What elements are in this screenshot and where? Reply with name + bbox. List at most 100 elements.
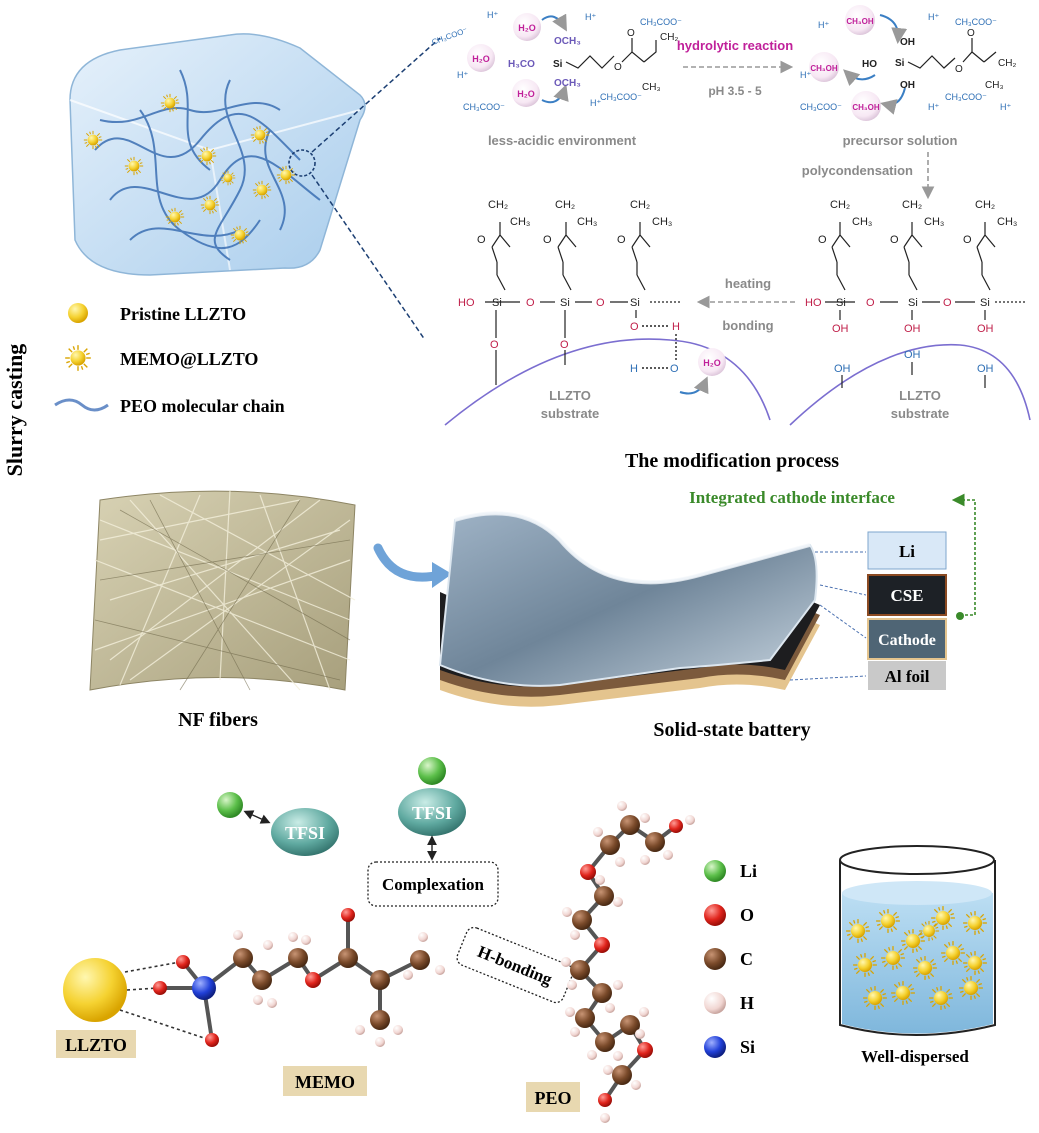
memo-atom-c	[370, 970, 390, 990]
memo-atom-h	[393, 1025, 403, 1035]
left-o-hbond: O	[630, 321, 639, 333]
left-si-2: Si	[560, 297, 570, 309]
peo-atom-h	[565, 1007, 575, 1017]
atom-legend: Li O C H Si	[704, 860, 757, 1058]
peo-atom-h	[635, 1029, 645, 1039]
memo-atom-o	[153, 981, 167, 995]
proton-8: H⁺	[928, 102, 939, 112]
precursor-si: Si	[895, 58, 905, 69]
peo-atom-o	[669, 819, 683, 833]
memo-atom-h	[288, 932, 298, 942]
complexation-label: Complexation	[382, 875, 485, 894]
particle-legend: Pristine LLZTO MEMO@LLZTO PEO molecular …	[54, 303, 285, 416]
memo-ch2: CH₂	[660, 32, 678, 43]
peo-atom-h	[561, 957, 571, 967]
peo-atom-h	[640, 855, 650, 865]
tfsi-label-1: TFSI	[285, 823, 325, 843]
proton-1: H⁺	[457, 70, 468, 80]
memo-atom-o	[341, 908, 355, 922]
peo-atom-h	[640, 813, 650, 823]
surface-oh-3: OH	[977, 363, 994, 375]
proton-4: H⁺	[590, 98, 601, 108]
beaker	[839, 845, 996, 1036]
proton-2: H⁺	[487, 10, 498, 20]
left-o-surface: O	[670, 363, 679, 375]
llzto-label-bg	[56, 1030, 136, 1058]
layer-li-label: Li	[899, 542, 915, 561]
memo-atom-h	[263, 940, 273, 950]
memo-atom-h	[375, 1037, 385, 1047]
acetate-ion-5: CH₃COO⁻	[955, 17, 997, 27]
peo-chains-in-block	[94, 69, 321, 261]
peo-atom-c	[620, 1015, 640, 1035]
peo-atom-h	[593, 827, 603, 837]
right-ch3-3: CH₃	[997, 216, 1017, 228]
left-substrate-line1: LLZTO	[549, 388, 591, 403]
peo-atom-c	[595, 1032, 615, 1052]
right-o-2: O	[890, 234, 899, 246]
peo-atom-h	[570, 930, 580, 940]
nf-fibers-label: NF fibers	[178, 709, 258, 731]
peo-atom-h	[685, 815, 695, 825]
acetate-ion-7: CH₃COO⁻	[800, 102, 842, 112]
li-ion-1	[217, 792, 243, 818]
layer-cse-box	[867, 574, 947, 616]
methanol-bubble-3	[851, 91, 881, 121]
right-substrate-line1: LLZTO	[899, 388, 941, 403]
precursor-ch3: CH₃	[985, 80, 1004, 91]
peo-atom-h	[595, 875, 605, 885]
water-label-1: H₂O	[518, 23, 536, 33]
methanol-label-2: CH₃OH	[810, 64, 837, 73]
layer-alfoil-box	[868, 661, 946, 690]
left-o-bridge-2: O	[596, 297, 605, 309]
left-o-2: O	[543, 234, 552, 246]
interface-dot	[956, 612, 964, 620]
atom-h-icon	[704, 992, 726, 1014]
peo-label-bg	[526, 1082, 580, 1112]
memo-atom-c	[410, 950, 430, 970]
acetate-ion-3: CH₃COO⁻	[463, 102, 505, 112]
battery-label: Solid-state battery	[653, 719, 810, 741]
modification-title: The modification process	[625, 450, 839, 472]
peo-label: PEO	[534, 1088, 571, 1108]
memo-atoms	[153, 908, 445, 1047]
tfsi-label-2: TFSI	[412, 803, 452, 823]
memo-atom-h	[435, 965, 445, 975]
atom-c-icon	[704, 948, 726, 970]
surface-oh-1: OH	[834, 363, 851, 375]
composite-block	[69, 33, 366, 276]
less-acidic-label: less-acidic environment	[488, 133, 637, 148]
peo-atom-h	[567, 980, 577, 990]
left-o-anchor-2: O	[560, 339, 569, 351]
precursor-ester-o: O	[955, 64, 963, 75]
precursor-oh-bottom: OH	[900, 80, 915, 91]
precursor-ho: HO	[862, 59, 877, 70]
proton-6: H⁺	[928, 12, 939, 22]
memo-carbonyl-o: O	[627, 28, 635, 39]
peo-atom-o	[598, 1093, 612, 1107]
peo-atom-o	[580, 864, 596, 880]
layer-cse-label: CSE	[890, 586, 923, 605]
li-ion-2	[418, 757, 446, 785]
peo-atom-c	[600, 835, 620, 855]
peo-atom-h	[617, 801, 627, 811]
memo-atom-si	[192, 976, 216, 1000]
pristine-llzto-icon	[68, 303, 88, 323]
peo-atom-c	[570, 960, 590, 980]
memo-atom-h	[253, 995, 263, 1005]
peo-atom-h	[613, 897, 623, 907]
water-bubble-3	[512, 79, 540, 107]
peo-atoms	[561, 801, 695, 1123]
memo-och3-bottom: OCH₃	[554, 78, 581, 89]
assembly-arrow	[373, 543, 445, 582]
peo-atom-h	[562, 907, 572, 917]
memo-llzto-icon	[64, 344, 92, 372]
atom-h-label: H	[740, 993, 754, 1013]
peo-atom-h	[600, 1113, 610, 1123]
right-ch2-3: CH₂	[975, 199, 995, 211]
slurry-casting-label: Slurry casting	[2, 344, 27, 477]
memo-och3-top: OCH₃	[554, 36, 581, 47]
left-si-1: Si	[492, 297, 502, 309]
proton-7: H⁺	[800, 70, 811, 80]
